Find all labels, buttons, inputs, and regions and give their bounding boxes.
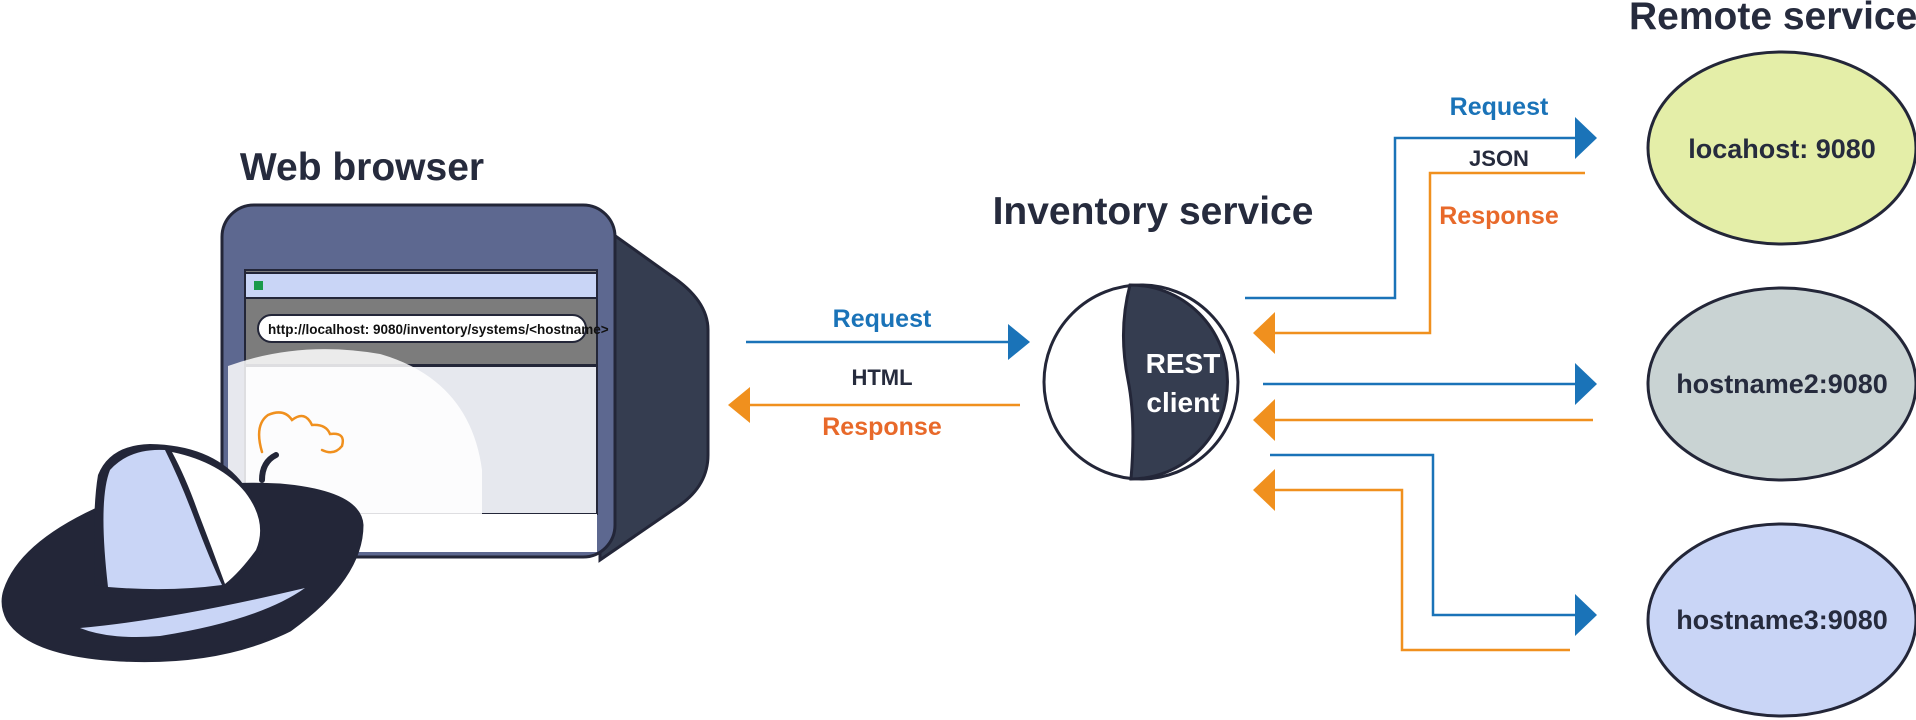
remote-request-label: Request <box>1450 93 1549 121</box>
hat-icon <box>1 444 364 663</box>
remote-format-label: JSON <box>1469 146 1529 171</box>
inventory-title: Inventory service <box>993 190 1314 233</box>
hat-crown-highlight <box>103 449 222 590</box>
arrow-left-icon <box>1253 312 1275 354</box>
client-circle-dark-half <box>1122 283 1229 481</box>
request-label: Request <box>833 305 932 333</box>
remote-response-label: Response <box>1439 202 1559 230</box>
host1-node <box>1646 50 1916 246</box>
rest-client-circle-icon: REST client <box>1042 283 1240 481</box>
remote-title: Remote services <box>1629 0 1916 38</box>
url-text: http://localhost: 9080/inventory/systems… <box>268 322 609 337</box>
response-line-host3 <box>1273 488 1570 652</box>
inventory-remote-exchange: Request JSON Response <box>1245 93 1597 652</box>
remote-services: Remote services locahost: 9080 hostname2… <box>1629 0 1916 718</box>
arrow-right-icon <box>1575 363 1597 405</box>
browser-status-dot <box>254 281 263 290</box>
arrow-right-icon <box>1008 324 1030 360</box>
arrow-right-icon <box>1575 594 1597 636</box>
arrow-left-icon <box>728 387 750 423</box>
host2-label: hostname2:9080 <box>1676 369 1888 399</box>
squiggle-icon <box>257 411 344 454</box>
request-line-host1 <box>1245 136 1578 300</box>
request-line-host3 <box>1270 453 1578 617</box>
rest-client-label-line2: client <box>1146 387 1219 418</box>
inventory-service: Inventory service REST client <box>993 190 1314 481</box>
host2-node <box>1646 286 1916 482</box>
host3-node <box>1646 522 1916 718</box>
response-line-host1 <box>1273 171 1585 335</box>
host3-label: hostname3:9080 <box>1676 605 1888 635</box>
browser-titlebar <box>244 272 598 299</box>
hat-crown-shade <box>172 452 261 584</box>
browser-title: Web browser <box>240 146 484 189</box>
arrow-right-icon <box>1575 117 1597 159</box>
format-label: HTML <box>851 365 912 390</box>
hat-feather <box>259 452 279 483</box>
browser-inventory-exchange: Request HTML Response <box>728 305 1030 441</box>
response-label: Response <box>822 413 942 441</box>
browser-side-panel <box>598 222 710 563</box>
host1-label: locahost: 9080 <box>1688 134 1876 164</box>
arrow-left-icon <box>1253 399 1275 441</box>
arrow-left-icon <box>1253 469 1275 511</box>
hat-brim-band <box>80 588 305 637</box>
rest-client-label-line1: REST <box>1146 348 1221 379</box>
url-bar[interactable] <box>257 314 587 343</box>
